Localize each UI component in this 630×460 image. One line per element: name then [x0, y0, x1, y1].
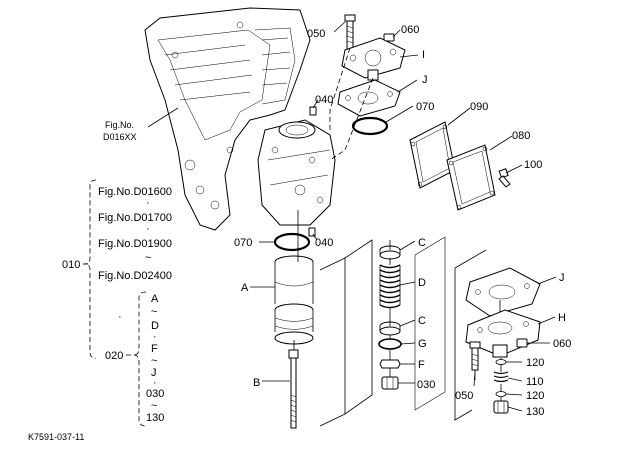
group-010: 010 Fig.No.D01600 · Fig.No.D01700 · Fig.… — [62, 179, 172, 359]
callout-C-top: C — [418, 237, 426, 249]
group-010-code: 010 — [62, 259, 80, 271]
gasket-J-top — [337, 79, 401, 117]
o-ring-070-top — [351, 116, 389, 136]
callout-110: 110 — [526, 376, 544, 388]
callout-120-lower: 120 — [526, 390, 544, 402]
rod-B — [288, 349, 299, 429]
callout-J-top: J — [422, 74, 428, 86]
group-020-code: 020 — [105, 350, 123, 362]
callout-060-top: 060 — [401, 24, 419, 36]
callout-labels: 050 060 I J 040 070 090 080 100 070 040 … — [234, 24, 571, 418]
gasket-090 — [409, 121, 456, 189]
group-020: 020 A ~ D · F ~ J · 030 ~ 130 — [105, 291, 164, 427]
sep-dot-3: · — [118, 311, 122, 323]
callout-090: 090 — [470, 101, 488, 113]
callout-070-lower: 070 — [234, 237, 252, 249]
callout-080: 080 — [512, 130, 530, 142]
spring-110 — [493, 371, 509, 383]
transmission-case — [144, 7, 311, 231]
assembly-guide-lines — [293, 47, 502, 427]
bolt-040-top — [309, 106, 317, 116]
part-tilde-2: ~ — [151, 355, 157, 367]
callout-I: I — [422, 49, 425, 61]
callout-050-top: 050 — [307, 28, 325, 40]
fig-no-d02400: Fig.No.D02400 — [98, 270, 172, 282]
nut-F — [379, 359, 401, 369]
cover-080 — [446, 144, 496, 211]
callout-C-lower: C — [418, 315, 426, 327]
callout-H: H — [558, 312, 566, 324]
callout-040-lower: 040 — [315, 237, 333, 249]
washer-120-top — [495, 359, 507, 365]
drawing-code: K7591-037-11 — [28, 432, 84, 442]
fig-no-d01600: Fig.No.D01600 — [98, 186, 172, 198]
callout-100: 100 — [524, 159, 542, 171]
part-030: 030 — [146, 388, 164, 400]
sep-tilde: ~ — [145, 252, 151, 264]
callout-G: G — [418, 338, 427, 350]
part-130: 130 — [146, 412, 164, 424]
part-A: A — [151, 293, 159, 305]
fig-reference: Fig.No. D016XX — [103, 120, 137, 142]
callout-130: 130 — [526, 406, 544, 418]
fig-no-d01700: Fig.No.D01700 — [98, 212, 172, 224]
callout-120-top: 120 — [526, 357, 544, 369]
callout-040-top: 040 — [315, 94, 333, 106]
fig-no-d01900: Fig.No.D01900 — [98, 238, 172, 250]
nut-060-right — [516, 338, 528, 348]
bolt-040-lower — [308, 227, 316, 237]
part-D: D — [151, 320, 159, 332]
part-F: F — [151, 343, 158, 355]
plug-130 — [493, 400, 509, 414]
callout-F: F — [418, 359, 425, 371]
spring-D — [379, 264, 401, 309]
cover-plate-I — [341, 37, 406, 81]
part-tilde-3: ~ — [151, 400, 157, 412]
o-ring-070-lower — [273, 232, 311, 252]
gasket-J-right — [465, 267, 541, 317]
sep-dot-2: · — [146, 223, 150, 235]
washer-120-lower — [495, 391, 507, 397]
bolt-050-top — [344, 14, 356, 50]
piston-A — [274, 255, 314, 345]
callout-J-right: J — [559, 272, 565, 284]
callout-A: A — [241, 282, 249, 294]
callout-030: 030 — [417, 379, 435, 391]
leader-lines — [147, 21, 557, 412]
sep-dot-1: · — [146, 197, 150, 209]
ring-G — [378, 338, 402, 350]
nut-060-top — [383, 33, 395, 42]
bolt-050-right — [469, 341, 481, 371]
plug-030 — [381, 376, 399, 390]
part-J: J — [151, 367, 157, 379]
fig-ref-code: D016XX — [103, 132, 137, 142]
callout-B: B — [253, 377, 260, 389]
valve-body-block — [257, 119, 336, 226]
part-dot-2: · — [153, 377, 157, 389]
callout-070-top: 070 — [416, 101, 434, 113]
callout-050-right: 050 — [455, 390, 473, 402]
callout-D: D — [418, 277, 426, 289]
callout-060-right: 060 — [553, 338, 571, 350]
fig-ref-label: Fig.No. — [105, 120, 134, 130]
part-dot-1: · — [153, 331, 157, 343]
part-tilde-1: ~ — [151, 306, 157, 318]
